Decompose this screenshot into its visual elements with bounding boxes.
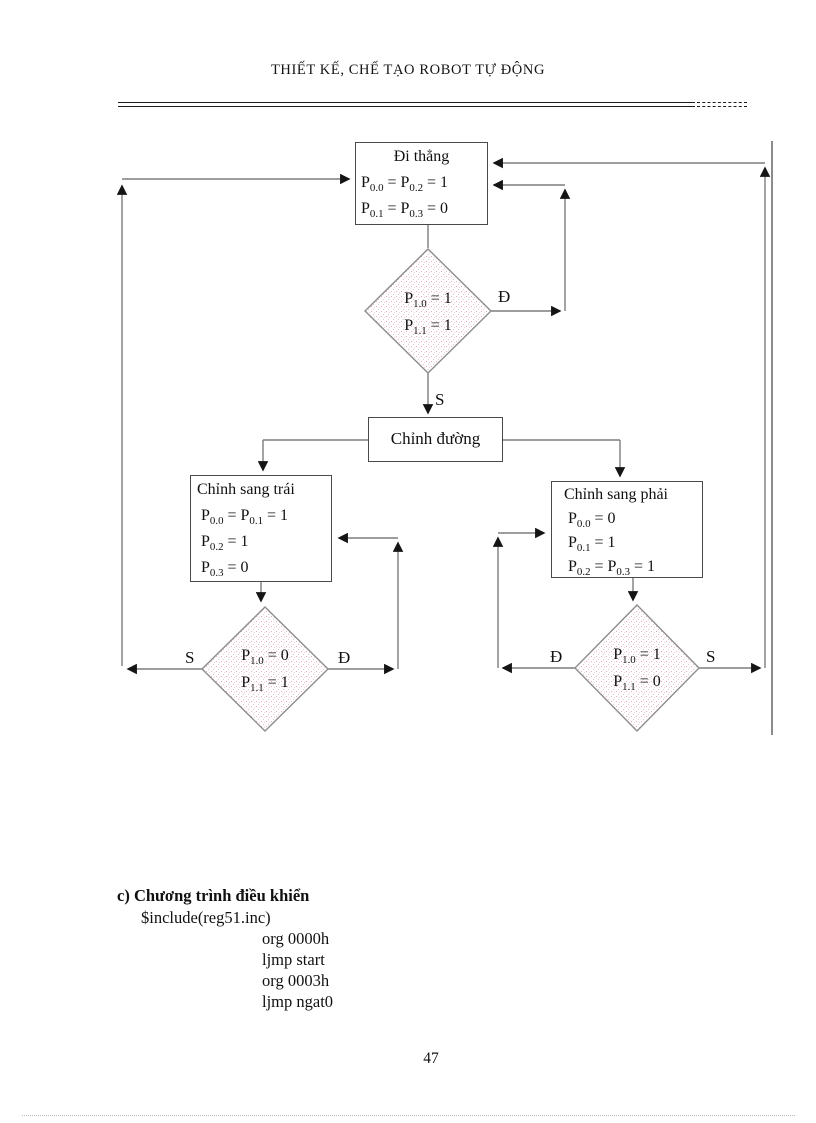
- code-include-line: $include(reg51.inc): [141, 908, 271, 927]
- decision-left-line2: P1.1 = 1: [241, 674, 289, 695]
- decision-right-text: P1.0 = 1 P1.1 = 0: [574, 641, 700, 695]
- decision-main-line1: P1.0 = 1: [404, 290, 452, 311]
- decision-main-diamond: [364, 248, 492, 374]
- code-section-heading: c) Chương trình điều khiển: [117, 886, 310, 905]
- node-adjust-left-line1: P0.0 = P0.1 = 1: [201, 507, 289, 528]
- code-line-ljmp-start: ljmp start: [262, 950, 325, 969]
- decision-main-text: P1.0 = 1 P1.1 = 1: [365, 285, 491, 339]
- page-number: 47: [423, 1050, 439, 1067]
- decision-left-yes-label: Đ: [338, 648, 351, 667]
- decision-right-no-label: S: [706, 647, 716, 666]
- node-adjust-right-line3: P0.2 = P0.3 = 1: [568, 558, 656, 579]
- node-adjust-left: Chỉnh sang trái P0.0 = P0.1 = 1 P0.2 = 1…: [190, 475, 332, 582]
- node-adjust-path-title: Chỉnh đường: [390, 429, 481, 448]
- decision-main-yes-label: Đ: [498, 287, 511, 306]
- node-adjust-left-line3: P0.3 = 0: [201, 559, 249, 580]
- header-double-rule-dashed-end: [697, 102, 747, 107]
- node-go-straight-title: Đi thẳng: [393, 148, 450, 165]
- code-line-org0000: org 0000h: [262, 929, 330, 948]
- decision-left-line1: P1.0 = 0: [241, 647, 289, 668]
- bottom-dotted-rule: [22, 1115, 795, 1116]
- node-adjust-right-line2: P0.1 = 1: [568, 534, 616, 555]
- decision-right-diamond: [574, 604, 700, 732]
- code-line-ljmp-ngat0: ljmp ngat0: [262, 992, 334, 1011]
- decision-left-diamond: [201, 606, 329, 732]
- node-go-straight-line1: P0.0 = P0.2 = 1: [361, 174, 449, 195]
- decision-main-no-label: S: [435, 390, 445, 409]
- node-go-straight-line2: P0.1 = P0.3 = 0: [361, 200, 449, 221]
- node-adjust-left-title: Chỉnh sang trái: [197, 481, 295, 498]
- decision-right-line1: P1.0 = 1: [613, 646, 661, 667]
- node-adjust-left-line2: P0.2 = 1: [201, 533, 249, 554]
- node-adjust-right: Chỉnh sang phải P0.0 = 0 P0.1 = 1 P0.2 =…: [551, 481, 703, 578]
- decision-left-no-label: S: [185, 648, 195, 667]
- node-adjust-right-line1: P0.0 = 0: [568, 510, 616, 531]
- decision-right-line2: P1.1 = 0: [613, 673, 661, 694]
- node-adjust-right-title: Chỉnh sang phải: [564, 486, 668, 503]
- page-header-title: THIẾT KẾ, CHẾ TẠO ROBOT TỰ ĐỘNG: [270, 62, 546, 78]
- header-double-rule: [118, 102, 695, 107]
- code-line-org0003: org 0003h: [262, 971, 330, 990]
- node-adjust-path: Chỉnh đường: [368, 417, 503, 462]
- decision-left-text: P1.0 = 0 P1.1 = 1: [202, 642, 328, 696]
- node-go-straight: Đi thẳng P0.0 = P0.2 = 1 P0.1 = P0.3 = 0: [355, 142, 488, 225]
- decision-right-yes-label: Đ: [550, 647, 563, 666]
- decision-main-line2: P1.1 = 1: [404, 317, 452, 338]
